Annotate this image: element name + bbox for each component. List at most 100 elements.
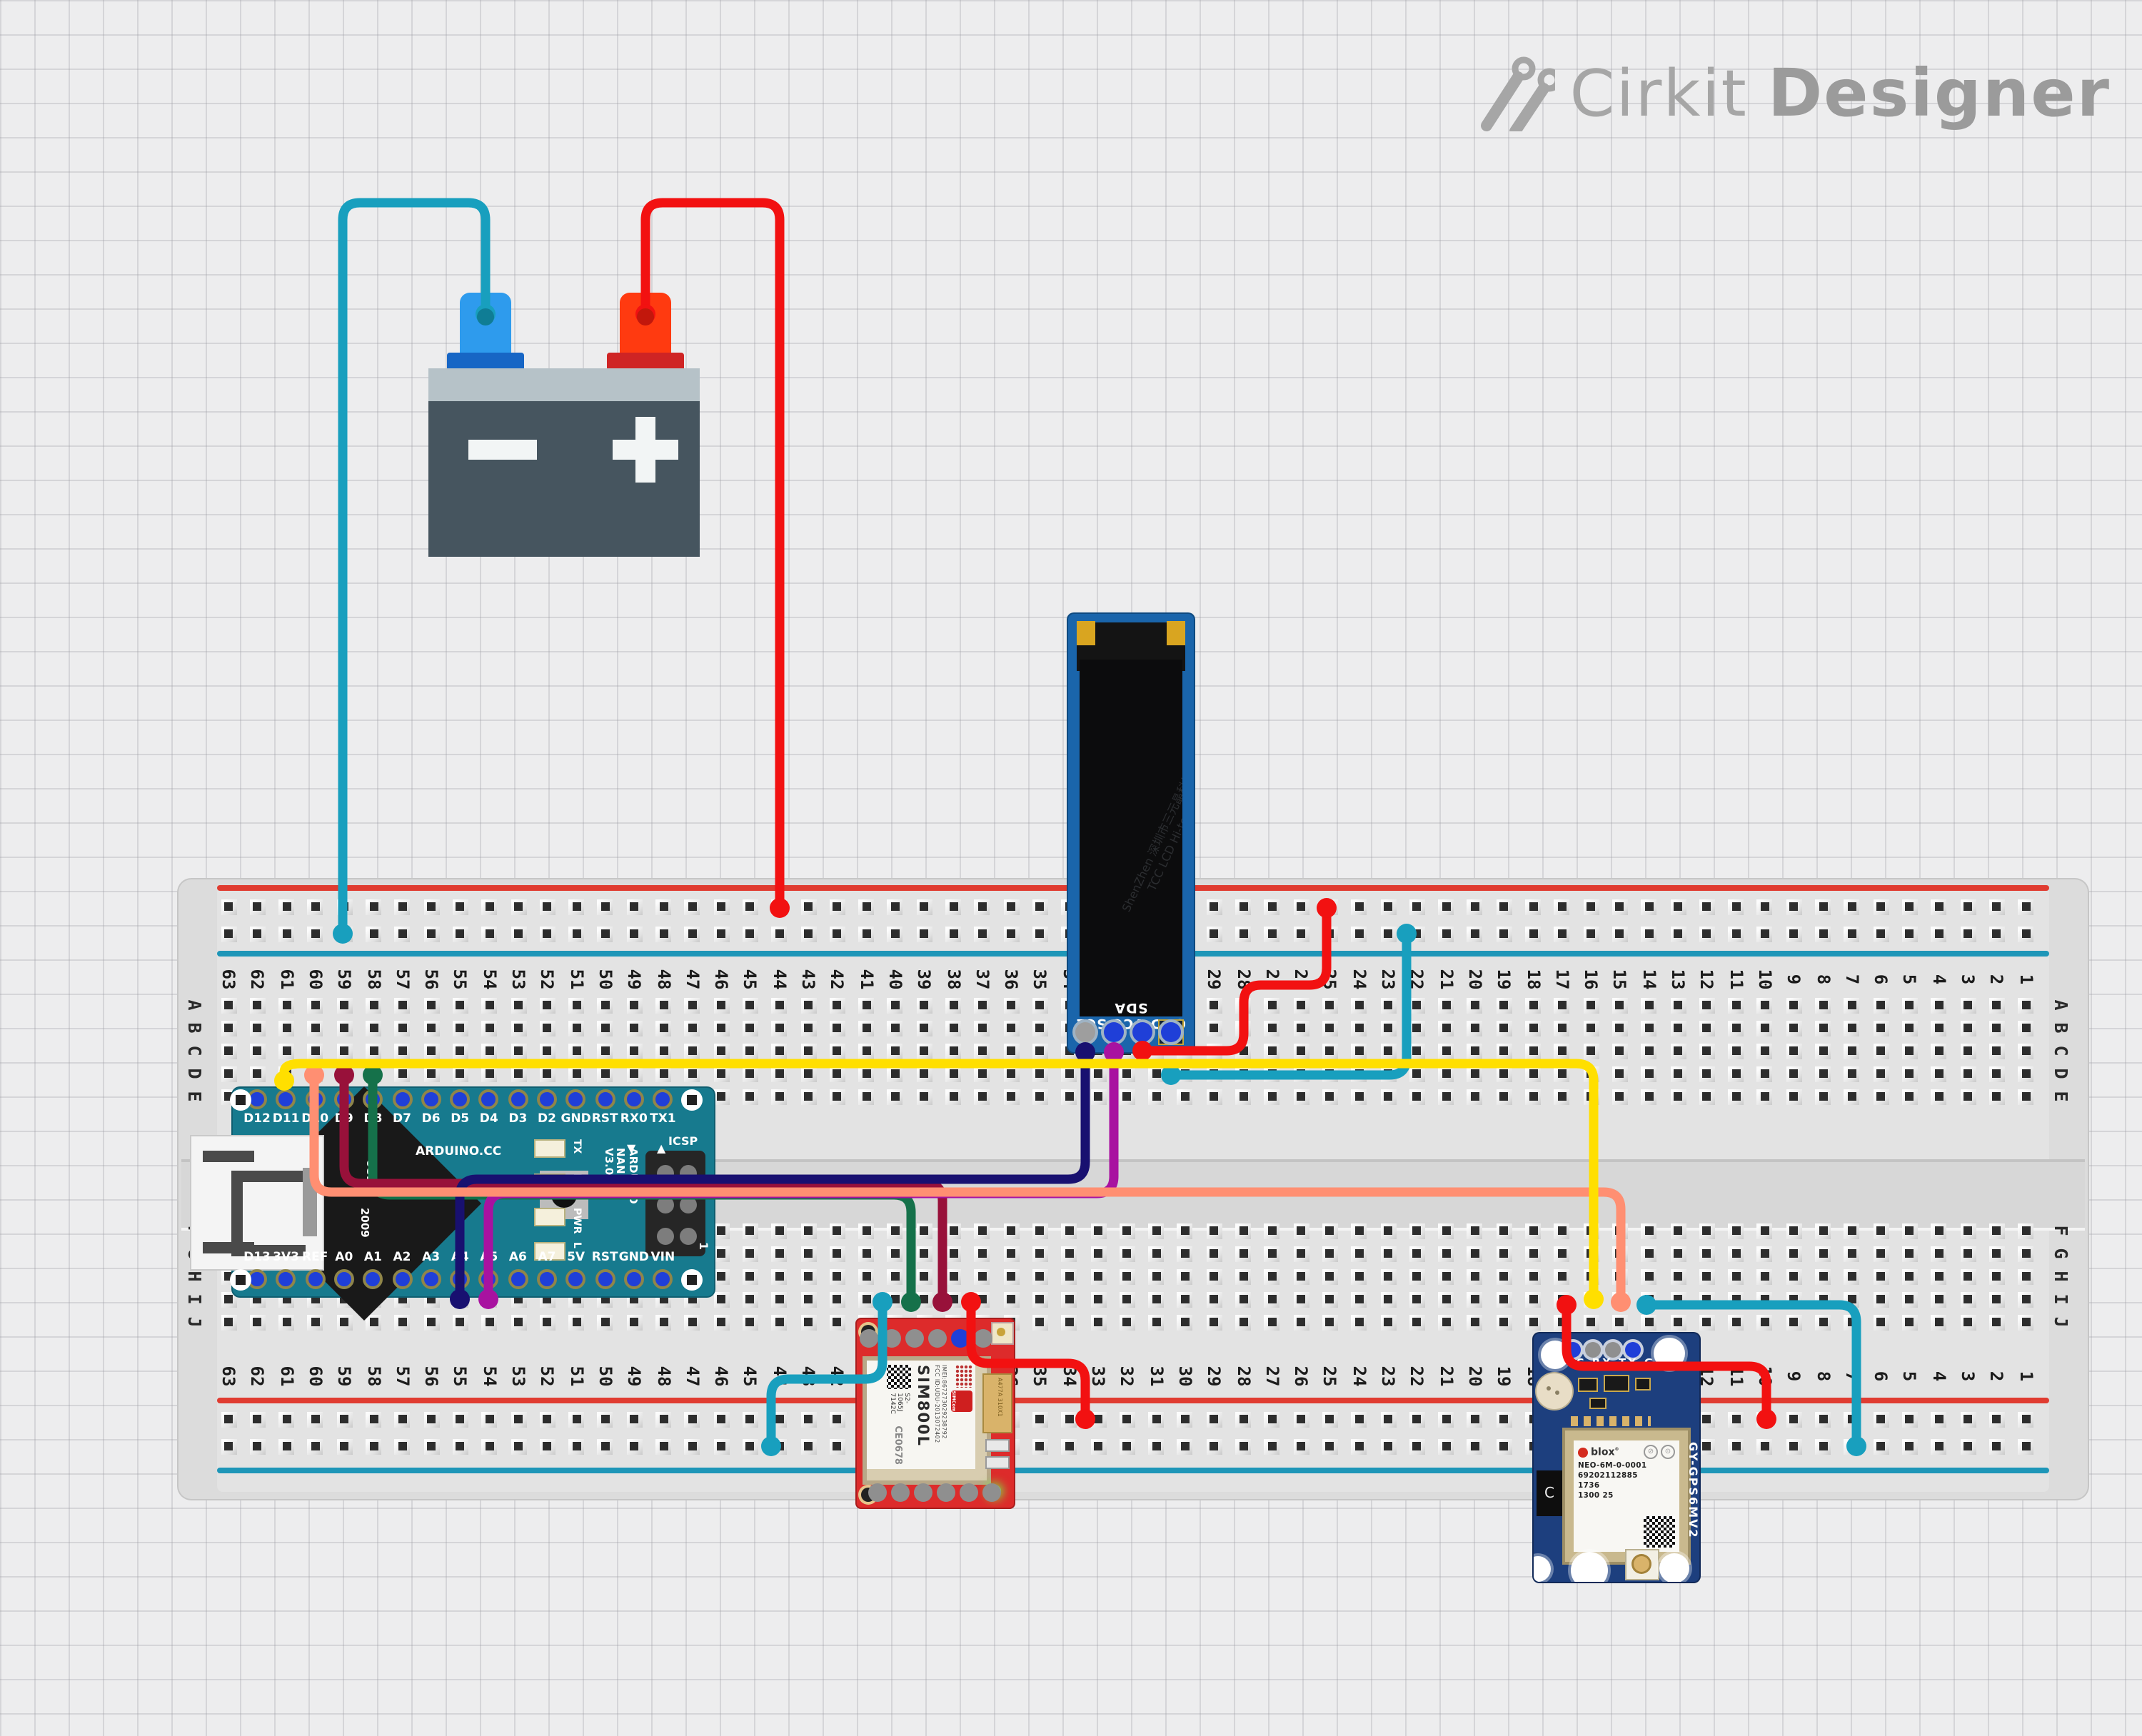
breadboard-hole[interactable] (1611, 997, 1628, 1013)
breadboard-hole[interactable] (423, 926, 440, 942)
breadboard-hole[interactable] (887, 926, 903, 942)
breadboard-hole[interactable] (945, 1223, 961, 1238)
breadboard-hole[interactable] (1728, 1438, 1744, 1454)
breadboard-hole[interactable] (1032, 1066, 1048, 1081)
breadboard-hole[interactable] (713, 1411, 730, 1427)
breadboard-hole[interactable] (1728, 1411, 1744, 1427)
breadboard-hole[interactable] (1090, 1438, 1106, 1454)
breadboard-hole[interactable] (945, 1020, 961, 1036)
breadboard-hole[interactable] (423, 899, 440, 914)
breadboard-hole[interactable] (1206, 997, 1222, 1013)
sim-pin-top[interactable] (905, 1329, 923, 1348)
breadboard-hole[interactable] (1003, 1268, 1020, 1284)
breadboard-hole[interactable] (829, 1043, 845, 1059)
breadboard-hole[interactable] (1815, 1291, 1831, 1307)
breadboard-hole[interactable] (278, 1020, 295, 1036)
breadboard-hole[interactable] (1061, 1411, 1077, 1427)
breadboard-hole[interactable] (1988, 1089, 2005, 1104)
breadboard-hole[interactable] (1293, 1411, 1309, 1427)
breadboard-hole[interactable] (1756, 1066, 1773, 1081)
breadboard-hole[interactable] (1728, 1314, 1744, 1330)
breadboard-hole[interactable] (1786, 1268, 1802, 1284)
breadboard-hole[interactable] (481, 1411, 498, 1427)
breadboard-hole[interactable] (1235, 1268, 1251, 1284)
breadboard-hole[interactable] (1438, 1020, 1454, 1036)
breadboard-hole[interactable] (626, 1314, 643, 1330)
breadboard-hole[interactable] (1467, 926, 1483, 942)
breadboard-hole[interactable] (1235, 1438, 1251, 1454)
breadboard-hole[interactable] (1960, 997, 1976, 1013)
breadboard-hole[interactable] (539, 1066, 555, 1081)
breadboard-hole[interactable] (626, 899, 643, 914)
breadboard-hole[interactable] (1699, 997, 1715, 1013)
breadboard-hole[interactable] (278, 1411, 295, 1427)
breadboard-hole[interactable] (1206, 899, 1222, 914)
breadboard-hole[interactable] (713, 997, 730, 1013)
breadboard-hole[interactable] (1844, 1043, 1860, 1059)
breadboard-hole[interactable] (1090, 1223, 1106, 1238)
breadboard-hole[interactable] (1119, 1438, 1135, 1454)
breadboard-hole[interactable] (1003, 1089, 1020, 1104)
breadboard-hole[interactable] (1901, 1223, 1918, 1238)
breadboard-hole[interactable] (1293, 926, 1309, 942)
breadboard-hole[interactable] (568, 1411, 585, 1427)
breadboard-hole[interactable] (1467, 1020, 1483, 1036)
breadboard-hole[interactable] (829, 1089, 845, 1104)
breadboard-hole[interactable] (1960, 1438, 1976, 1454)
breadboard-hole[interactable] (1496, 1043, 1512, 1059)
breadboard-hole[interactable] (221, 899, 236, 914)
breadboard-hole[interactable] (974, 1246, 990, 1261)
breadboard-hole[interactable] (1351, 1438, 1367, 1454)
arduino-pin-ref[interactable] (305, 1269, 326, 1289)
breadboard-hole[interactable] (568, 1066, 585, 1081)
breadboard-hole[interactable] (1235, 997, 1251, 1013)
gps-pin[interactable] (1584, 1342, 1600, 1358)
breadboard-hole[interactable] (1670, 1268, 1686, 1284)
breadboard-hole[interactable] (1322, 1314, 1338, 1330)
breadboard-hole[interactable] (1438, 1411, 1454, 1427)
breadboard-hole[interactable] (394, 1438, 411, 1454)
breadboard-hole[interactable] (481, 997, 498, 1013)
arduino-pin-rst[interactable] (595, 1269, 615, 1289)
breadboard-hole[interactable] (1525, 1043, 1541, 1059)
breadboard-hole[interactable] (1409, 1089, 1425, 1104)
breadboard-hole[interactable] (221, 1020, 236, 1036)
breadboard-hole[interactable] (1438, 1043, 1454, 1059)
breadboard-hole[interactable] (1322, 926, 1338, 942)
breadboard-hole[interactable] (249, 926, 266, 942)
breadboard-hole[interactable] (1032, 1291, 1048, 1307)
breadboard-hole[interactable] (1670, 1246, 1686, 1261)
breadboard-hole[interactable] (1206, 1223, 1222, 1238)
breadboard-hole[interactable] (1699, 1043, 1715, 1059)
sim-pin-bottom[interactable] (913, 1483, 932, 1502)
breadboard-hole[interactable] (1380, 926, 1396, 942)
breadboard-hole[interactable] (1960, 1291, 1976, 1307)
breadboard-hole[interactable] (1003, 1223, 1020, 1238)
breadboard-hole[interactable] (539, 1438, 555, 1454)
breadboard-hole[interactable] (1206, 1066, 1222, 1081)
breadboard-hole[interactable] (1322, 1043, 1338, 1059)
breadboard-hole[interactable] (1032, 1043, 1048, 1059)
breadboard-hole[interactable] (1960, 1066, 1976, 1081)
breadboard-hole[interactable] (945, 1291, 961, 1307)
breadboard-hole[interactable] (1728, 1043, 1744, 1059)
breadboard-hole[interactable] (655, 1411, 671, 1427)
breadboard-hole[interactable] (394, 1043, 411, 1059)
breadboard-hole[interactable] (1815, 926, 1831, 942)
breadboard-hole[interactable] (945, 1268, 961, 1284)
breadboard-hole[interactable] (1611, 1089, 1628, 1104)
breadboard-hole[interactable] (1264, 1066, 1280, 1081)
breadboard-hole[interactable] (1264, 1020, 1280, 1036)
breadboard-hole[interactable] (1554, 899, 1570, 914)
breadboard-hole[interactable] (771, 1438, 788, 1454)
breadboard-hole[interactable] (1090, 1089, 1106, 1104)
breadboard-hole[interactable] (1351, 1043, 1367, 1059)
breadboard-hole[interactable] (1496, 1438, 1512, 1454)
gps-pin[interactable] (1604, 1342, 1620, 1358)
breadboard-hole[interactable] (1351, 997, 1367, 1013)
breadboard-hole[interactable] (1409, 1411, 1425, 1427)
breadboard-hole[interactable] (1061, 1089, 1077, 1104)
breadboard-hole[interactable] (1960, 899, 1976, 914)
breadboard-hole[interactable] (336, 1438, 353, 1454)
breadboard-hole[interactable] (1003, 1246, 1020, 1261)
